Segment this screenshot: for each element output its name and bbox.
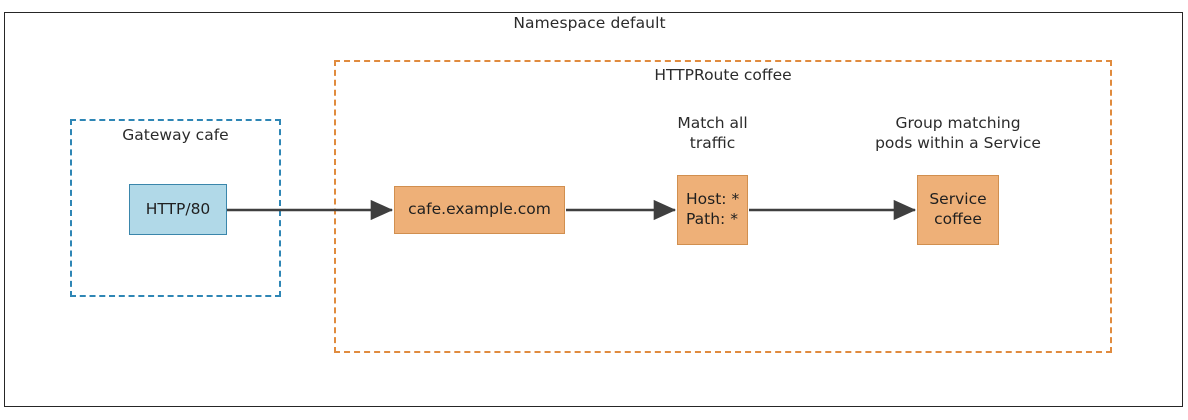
- gateway-container: [70, 119, 281, 297]
- httproute-container: [334, 60, 1112, 353]
- namespace-title: Namespace default: [513, 14, 666, 32]
- node-hostname[interactable]: cafe.example.com: [394, 186, 565, 234]
- node-match-rule[interactable]: Host: * Path: *: [677, 175, 748, 245]
- match-caption: Match all traffic: [677, 114, 748, 153]
- node-service[interactable]: Service coffee: [917, 175, 999, 245]
- httproute-title: HTTPRoute coffee: [654, 66, 792, 84]
- node-gateway-listener[interactable]: HTTP/80: [129, 184, 227, 235]
- gateway-title: Gateway cafe: [122, 126, 229, 144]
- service-caption: Group matching pods within a Service: [875, 114, 1041, 153]
